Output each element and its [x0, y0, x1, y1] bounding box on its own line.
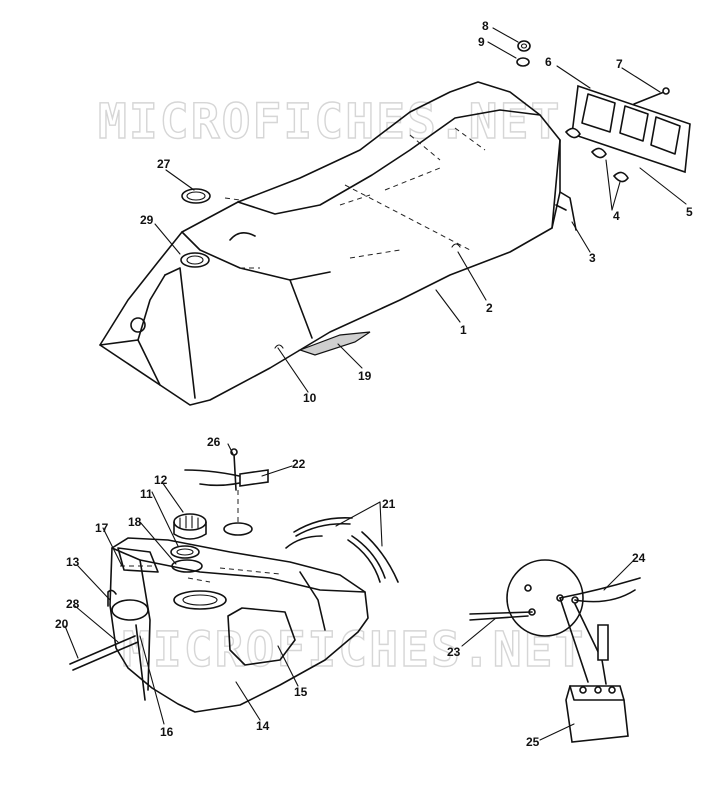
wire-23	[469, 611, 533, 615]
callout-4: 4	[613, 209, 620, 223]
seat-body	[99, 81, 577, 406]
callout-14: 14	[256, 719, 270, 733]
fuel-gauge-24	[506, 559, 584, 637]
callout-13: 13	[66, 555, 80, 569]
bolt-26	[233, 453, 237, 491]
callout-5: 5	[686, 205, 693, 219]
callout-17: 17	[95, 521, 109, 535]
callout-15: 15	[294, 685, 308, 699]
washer-9	[516, 57, 530, 67]
nut-8	[517, 40, 531, 52]
callout-10: 10	[303, 391, 317, 405]
leader-lines	[64, 27, 687, 741]
plate-17	[117, 547, 159, 573]
callout-29: 29	[140, 213, 154, 227]
callout-7: 7	[616, 57, 623, 71]
callout-6: 6	[545, 55, 552, 69]
callout-8: 8	[482, 19, 489, 33]
fuel-tank	[109, 537, 369, 713]
callout-24: 24	[632, 551, 646, 565]
callout-21: 21	[382, 497, 396, 511]
callout-18: 18	[128, 515, 142, 529]
callout-25: 25	[526, 735, 540, 749]
watermark-bottom: MICROFICHES.NET	[122, 622, 585, 678]
callout-3: 3	[589, 251, 596, 265]
vent-tube-20	[69, 635, 136, 665]
gasket-27	[181, 188, 211, 204]
callout-2: 2	[486, 301, 493, 315]
callout-19: 19	[358, 369, 372, 383]
callout-12: 12	[154, 473, 168, 487]
straps-21	[285, 516, 399, 583]
sender-unit-25	[565, 685, 629, 743]
adapter-18	[171, 559, 203, 573]
gasket-11	[170, 545, 200, 559]
callout-26: 26	[207, 435, 221, 449]
callouts: 1 2 3 4 5 6 7 8 9 10 11 12 13 14 15 16 1…	[55, 19, 693, 749]
callout-1: 1	[460, 323, 467, 337]
callout-22: 22	[292, 457, 306, 471]
callout-16: 16	[160, 725, 174, 739]
callout-9: 9	[478, 35, 485, 49]
tank-cap-12	[173, 513, 207, 540]
watermark-top: MICROFICHES.NET	[98, 94, 561, 150]
grommet-13	[107, 589, 117, 607]
wire-24	[559, 577, 641, 599]
bulbs-4	[564, 127, 629, 183]
taillight-lens-6	[571, 84, 691, 174]
screw-7	[633, 91, 665, 105]
callout-11: 11	[140, 487, 153, 501]
callout-28: 28	[66, 597, 80, 611]
callout-27: 27	[157, 157, 171, 171]
callout-20: 20	[55, 617, 69, 631]
callout-23: 23	[447, 645, 461, 659]
